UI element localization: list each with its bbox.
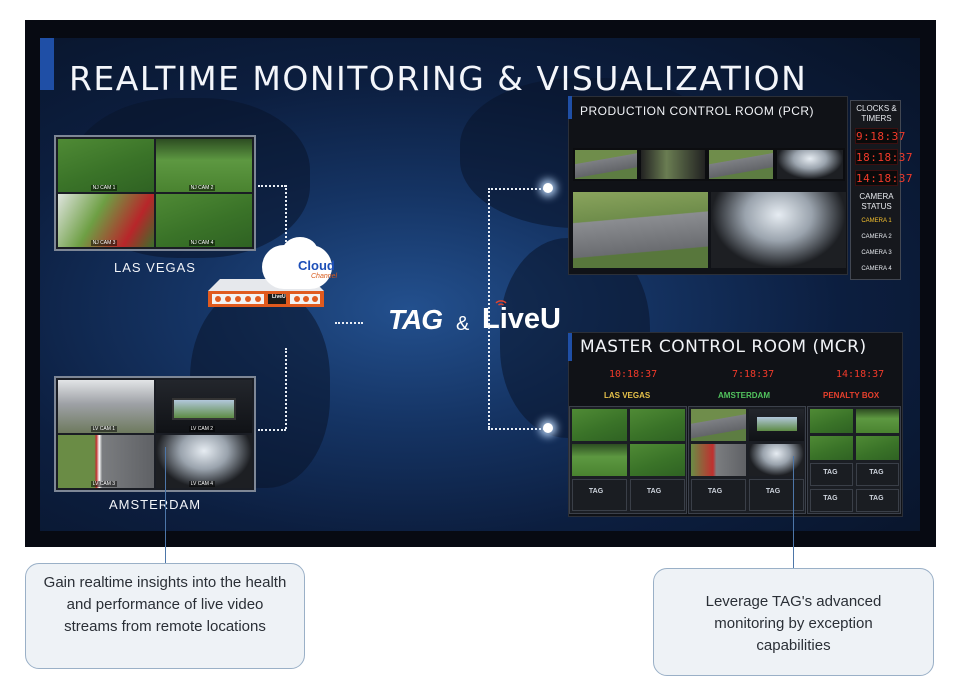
tag-tile-text: TAG	[646, 487, 662, 495]
right-callout: Leverage TAG's advanced monitoring by ex…	[653, 568, 934, 676]
amsterdam-tile-1[interactable]: LV CAM 1	[58, 380, 154, 433]
right-callout-text: Leverage TAG's advanced monitoring by ex…	[705, 593, 882, 654]
amsterdam-tile-3[interactable]: LV CAM 3	[58, 435, 154, 488]
connector-hub-out	[335, 322, 363, 324]
mcr-accent-bar	[568, 333, 572, 361]
camera-1-status[interactable]: CAMERA 1	[861, 218, 892, 224]
camera-4-status[interactable]: CAMERA 4	[861, 266, 892, 272]
pcr-node-glow	[543, 183, 553, 193]
vegas-tile-4[interactable]: NJ CAM 4	[156, 194, 252, 247]
pcr-program[interactable]	[711, 192, 846, 268]
vegas-tile-3[interactable]: NJ CAM 3	[58, 194, 154, 247]
connector-vegas-v	[285, 185, 287, 265]
page-title: REALTIME MONITORING & VISUALIZATION	[69, 59, 808, 98]
pcr-accent-bar	[568, 96, 572, 119]
mcr-time-penalty: 14:18:37	[836, 369, 885, 380]
mcr-time-vegas: 10:18:37	[609, 369, 658, 380]
pcr-preview[interactable]	[573, 192, 708, 268]
tile-label: NJ CAM 1	[90, 185, 118, 191]
clock-3: 14:18:37	[855, 170, 913, 186]
vegas-tile-1[interactable]: NJ CAM 1	[58, 139, 154, 192]
mcr-title: MASTER CONTROL ROOM (MCR)	[580, 337, 867, 357]
cloud-icon-top	[282, 237, 318, 267]
mcr-city-penalty: PENALTY BOX	[823, 391, 880, 400]
tag-tile-text: TAG	[765, 487, 781, 495]
mcr-column-vegas: TAG TAG	[569, 406, 687, 514]
camera-heading-2: STATUS	[861, 202, 892, 211]
mcr-time-amsterdam: 7:18:37	[732, 369, 775, 380]
brand-amp: &	[456, 313, 470, 335]
vegas-tile-2[interactable]: NJ CAM 2	[156, 139, 252, 192]
cloud-word: Cloud	[298, 258, 335, 273]
clock-2: 18:18:37	[855, 149, 913, 165]
tag-tile-text: TAG	[869, 469, 884, 477]
brand-liveu: LiveU	[482, 303, 561, 335]
clocks-heading-1: CLOCKS &	[856, 104, 897, 113]
clocks-heading-2: TIMERS	[861, 114, 892, 123]
right-callout-stem	[793, 456, 794, 568]
wifi-signal-icon	[495, 300, 507, 306]
tag-tile-text: TAG	[588, 487, 604, 495]
camera-heading-1: CAMERA	[859, 192, 894, 201]
camera-3-status[interactable]: CAMERA 3	[861, 250, 892, 256]
left-callout: Gain realtime insights into the health a…	[25, 563, 305, 669]
connector-amsterdam-h	[258, 429, 286, 431]
left-callout-stem	[165, 447, 166, 563]
mcr-column-amsterdam: TAG TAG	[688, 406, 806, 514]
camera-2-status[interactable]: CAMERA 2	[861, 234, 892, 240]
tile-label: LV CAM 3	[90, 481, 118, 487]
connector-mcr	[488, 428, 545, 430]
amsterdam-tile-2[interactable]: LV CAM 2	[156, 380, 252, 433]
tile-label: NJ CAM 2	[188, 185, 216, 191]
tile-label: NJ CAM 3	[90, 240, 118, 246]
mcr-city-amsterdam: AMSTERDAM	[718, 391, 770, 400]
tag-tile-text: TAG	[823, 495, 838, 503]
connector-right-v	[488, 188, 490, 428]
amsterdam-label: AMSTERDAM	[109, 497, 202, 512]
clocks-panel: CLOCKS & TIMERS 9:18:37 18:18:37 14:18:3…	[850, 100, 913, 280]
las-vegas-label: LAS VEGAS	[114, 260, 196, 275]
tile-label: NJ CAM 4	[188, 240, 216, 246]
tile-label: LV CAM 4	[188, 481, 216, 487]
amsterdam-tile-4[interactable]: LV CAM 4	[156, 435, 252, 488]
pcr-title: PRODUCTION CONTROL ROOM (PCR)	[580, 104, 815, 118]
tag-tile-text: TAG	[823, 469, 838, 477]
tag-tile-text: TAG	[707, 487, 723, 495]
connector-pcr	[488, 188, 545, 190]
device-badge: LiveU	[272, 294, 286, 300]
brand-tag: TAG	[388, 304, 443, 335]
mcr-column-penalty: TAG TAG TAG TAG	[807, 406, 901, 514]
las-vegas-monitor[interactable]: NJ CAM 1 NJ CAM 2 NJ CAM 3 NJ CAM 4	[54, 135, 256, 251]
tile-label: LV CAM 1	[90, 426, 118, 432]
mcr-node-glow	[543, 423, 553, 433]
tag-tile-text: TAG	[869, 495, 884, 503]
tile-label: LV CAM 2	[188, 426, 216, 432]
cloud-sub: Channel	[311, 273, 338, 280]
mcr-city-vegas: LAS VEGAS	[604, 391, 651, 400]
left-callout-text: Gain realtime insights into the health a…	[43, 574, 287, 635]
clock-1: 9:18:37	[855, 128, 906, 144]
pcr-thumb-strip	[573, 148, 845, 181]
connector-vegas-h	[258, 185, 286, 187]
title-accent-bar	[40, 38, 54, 90]
connector-amsterdam-v	[285, 348, 287, 429]
amsterdam-monitor[interactable]: LV CAM 1 LV CAM 2 LV CAM 3 LV CAM 4	[54, 376, 256, 492]
